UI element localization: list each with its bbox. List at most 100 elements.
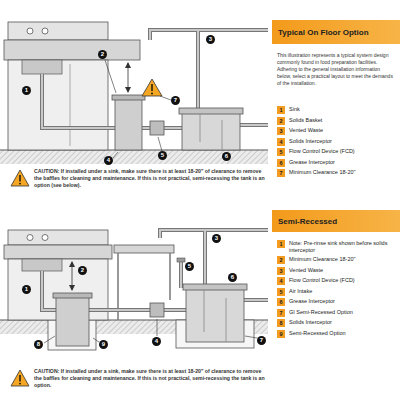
leader-line — [93, 338, 99, 342]
vent-pipe — [177, 258, 185, 262]
flow-control-device — [150, 303, 164, 317]
callout-number: 7 — [257, 336, 266, 345]
legend-text: Minimum Clearance 18-20" — [289, 169, 395, 176]
flow-control-device — [150, 303, 164, 317]
vent-pipe — [150, 30, 268, 108]
grease-interceptor — [179, 108, 243, 150]
leader-line — [44, 319, 257, 343]
warning-icon — [142, 79, 162, 96]
sink — [22, 60, 62, 74]
grease-interceptor — [186, 288, 244, 342]
legend-text: Grease Interceptor — [289, 159, 395, 166]
leader-line — [113, 152, 118, 158]
warning-icon — [142, 79, 162, 96]
warning-icon — [151, 84, 152, 91]
leader-line — [245, 336, 257, 338]
clearance-dimension — [72, 262, 73, 290]
vent-pipe — [160, 230, 268, 288]
caution-icon — [11, 170, 29, 186]
callout-number: 5 — [185, 262, 194, 271]
section-heading: Typical On Floor Option — [278, 28, 369, 37]
legend-number: 3 — [277, 267, 285, 275]
sink — [4, 40, 140, 60]
pre-rinse-table — [169, 253, 171, 300]
legend-text: Grease Interceptor — [289, 298, 395, 305]
legend-text: GI Semi-Recessed Option — [289, 309, 395, 316]
solids-interceptor — [53, 293, 92, 346]
grease-interceptor — [179, 108, 243, 114]
solids-interceptor — [53, 293, 92, 298]
legend-text: Solids Basket — [289, 117, 395, 124]
vent-pipe — [160, 230, 268, 288]
legend-number: 7 — [277, 169, 285, 177]
legend-text: Semi-Recessed Option — [289, 330, 395, 337]
caution-note: CAUTION: If installed under a sink, make… — [34, 368, 266, 389]
vent-pipe — [150, 30, 268, 108]
callout-number: 4 — [152, 337, 161, 346]
vent-pipe — [160, 230, 268, 288]
floor — [0, 150, 268, 164]
sink — [8, 230, 108, 245]
legend-number: 1 — [277, 240, 285, 248]
leader-line — [105, 60, 116, 93]
header-band: Semi-Recessed — [272, 210, 400, 232]
caution-icon — [19, 175, 20, 182]
header-band: Typical On Floor Option — [272, 20, 400, 44]
solids-interceptor — [112, 95, 145, 100]
legend-number: 1 — [277, 106, 285, 114]
floor — [0, 150, 268, 164]
vent-pipe — [150, 30, 268, 108]
leader-line — [158, 137, 162, 151]
grease-interceptor — [183, 284, 247, 342]
legend-number: 5 — [277, 288, 285, 296]
caution-icon — [11, 370, 29, 386]
legend-text: Solids Interceptor — [289, 319, 395, 326]
legend-number: 6 — [277, 159, 285, 167]
grease-interceptor — [204, 290, 205, 332]
grease-interceptor — [183, 284, 247, 290]
grease-interceptor — [182, 112, 240, 150]
caution-icon — [19, 375, 20, 382]
sink — [42, 235, 48, 241]
pre-rinse-table — [114, 245, 174, 253]
sink — [70, 64, 71, 146]
clearance-dimension — [128, 63, 129, 92]
callout-number: 4 — [104, 156, 113, 165]
caution-icon — [19, 383, 21, 385]
sink — [27, 235, 33, 241]
leader-line — [105, 60, 171, 158]
legend-number: 6 — [277, 298, 285, 306]
callout-number: 1 — [22, 285, 31, 294]
callout-number: 5 — [158, 151, 167, 160]
section-heading: Semi-Recessed — [278, 217, 337, 226]
legend-number: 2 — [277, 256, 285, 264]
warning-icon — [151, 93, 153, 95]
legend-number: 2 — [277, 117, 285, 125]
legend-number: 3 — [277, 127, 285, 135]
callout-number: 9 — [99, 340, 108, 349]
callout-number: 3 — [206, 35, 215, 44]
legend-text: Flow Control Device (FCD) — [289, 277, 395, 284]
legend-number: 4 — [277, 277, 285, 285]
callout-number: 7 — [171, 96, 180, 105]
legend-number: 7 — [277, 309, 285, 317]
flow-control-device — [150, 121, 164, 135]
solids-interceptor — [112, 95, 145, 150]
callout-number: 6 — [228, 273, 237, 282]
floor — [0, 150, 268, 164]
callout-number: 2 — [78, 266, 87, 275]
grease-interceptor — [226, 298, 227, 342]
sink — [8, 60, 108, 150]
leader-line — [44, 336, 55, 343]
clearance-dimension — [128, 63, 129, 92]
callout-number: 8 — [34, 340, 43, 349]
flow-control-device — [150, 121, 164, 135]
sink — [27, 28, 33, 34]
grease-interceptor — [222, 120, 223, 150]
legend-text: Flow Control Device (FCD) — [289, 148, 395, 155]
caution-note: CAUTION: If installed under a sink, make… — [34, 168, 266, 189]
sink — [42, 28, 48, 34]
caution-icon — [11, 170, 29, 186]
caution-icon — [19, 183, 21, 185]
